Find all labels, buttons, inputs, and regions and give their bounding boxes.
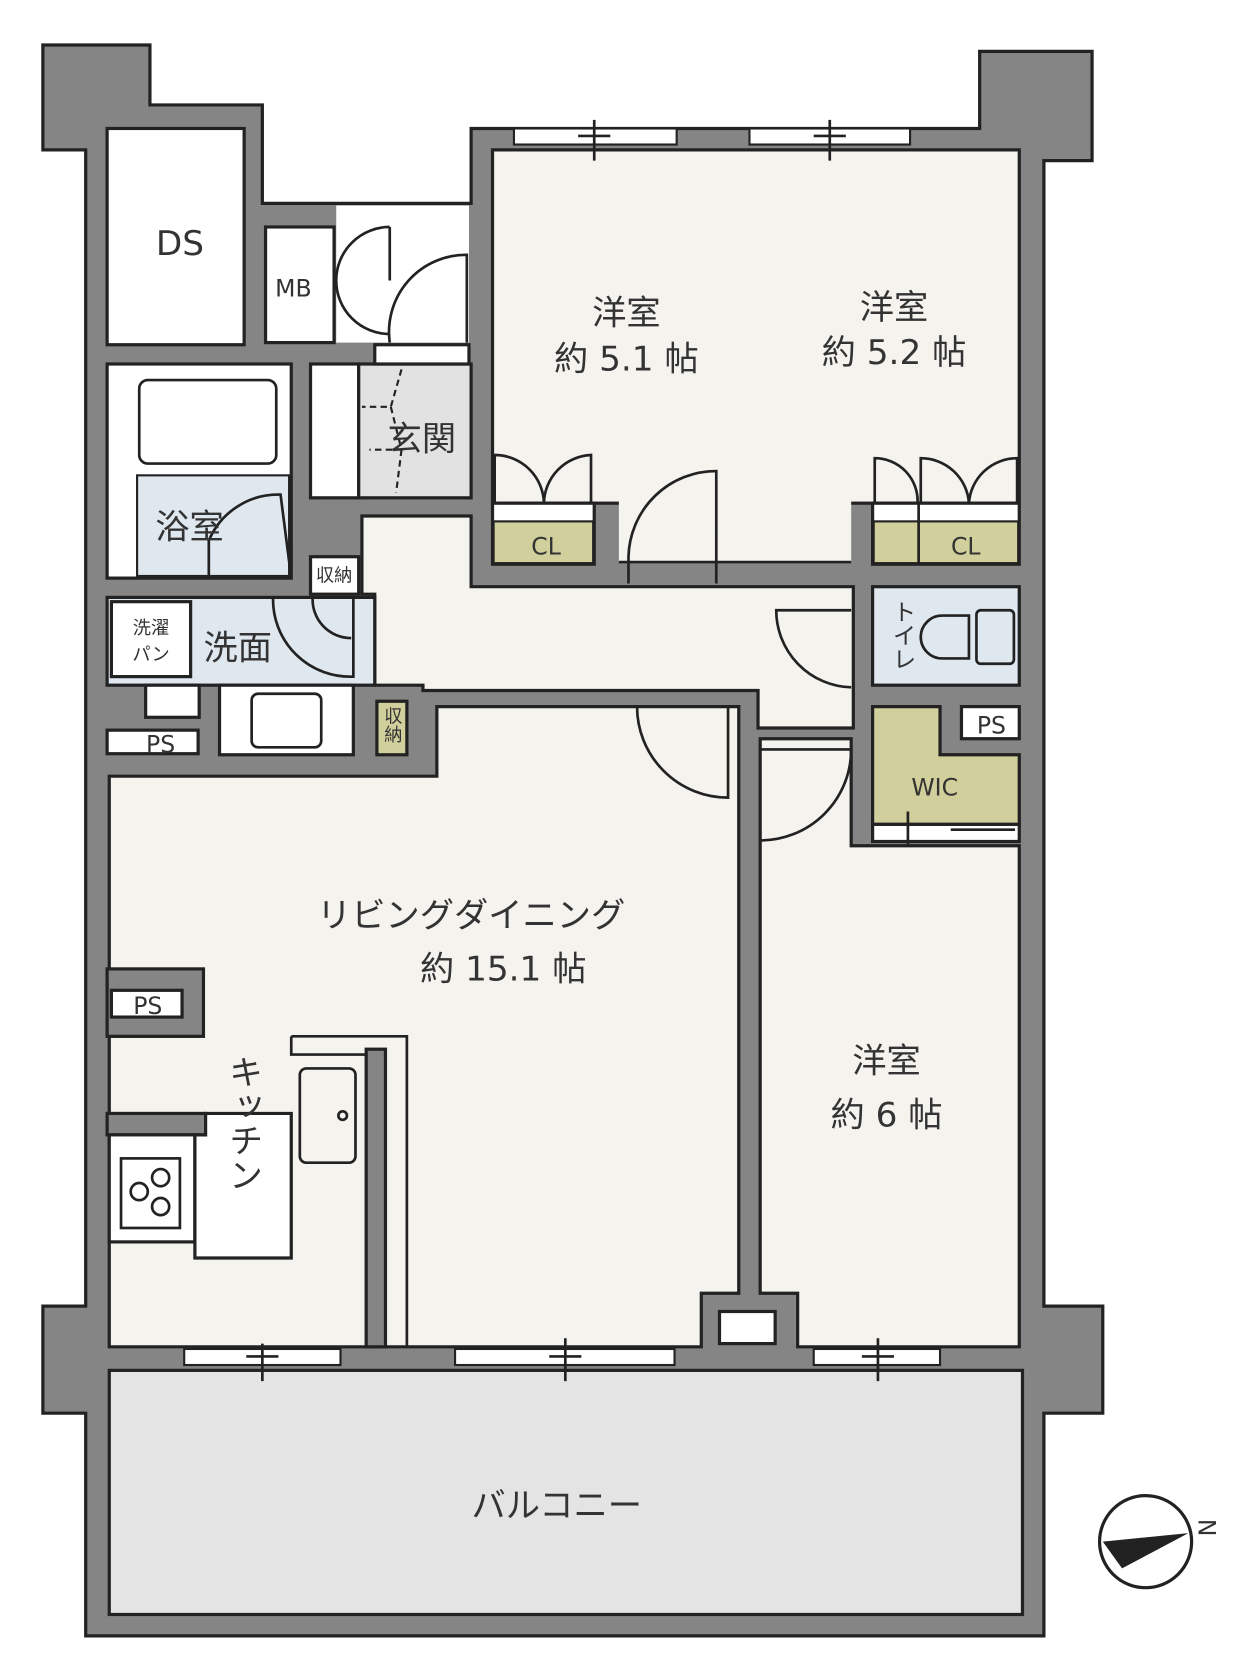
storage-small-label: 収納	[316, 565, 352, 586]
living-size: 約 15.1 帖	[420, 950, 587, 990]
mb-label: MB	[275, 275, 311, 303]
stove	[119, 1157, 182, 1230]
ps-wash-box	[105, 728, 200, 756]
bedroom3-door-swing	[760, 748, 853, 842]
ds-label: DS	[156, 224, 204, 264]
wash-storage-box	[144, 683, 201, 719]
storage-small	[308, 555, 361, 596]
bedroom3-floor	[758, 737, 1021, 1349]
wic-door-strip	[870, 822, 1021, 844]
burner-icon	[150, 1196, 171, 1217]
pillar-box	[717, 1309, 777, 1346]
ds-room	[105, 126, 246, 347]
vanity-area	[217, 683, 355, 757]
closet1-fill	[492, 520, 595, 565]
toilet-room	[870, 585, 1021, 687]
vanity-basin	[250, 692, 323, 749]
bedroom3-name: 洋室	[852, 1042, 921, 1082]
kitchen-wall	[105, 1111, 208, 1137]
toilet-tank-icon	[975, 608, 1016, 666]
toilet-label: トイレ	[889, 600, 917, 671]
entrance-label: 玄関	[388, 420, 457, 460]
hallway	[360, 514, 855, 730]
bedroom1-size: 約 5.1 帖	[554, 339, 699, 379]
closet2-door-swing	[873, 456, 1019, 565]
washroom-label: 洗面	[203, 628, 272, 668]
toilet-door-swing	[774, 608, 852, 689]
balcony	[107, 1368, 1025, 1617]
storage-vertical-label: 収納	[381, 707, 402, 743]
compass-icon: N	[1097, 1494, 1222, 1590]
bath-floor	[136, 474, 291, 578]
bedroom1-door-swing	[627, 469, 718, 584]
ps-wash-label: PS	[146, 731, 175, 759]
ps-kitchen-box	[109, 988, 184, 1019]
bedroom1-lower	[618, 501, 852, 563]
kitchen-partition-wall	[364, 1047, 388, 1349]
closet2-fill	[872, 520, 1020, 565]
mb-room	[263, 225, 336, 345]
living-door-swing	[635, 705, 730, 799]
shoe-storage-door-dashes	[361, 369, 403, 493]
closet1-label: CL	[531, 533, 561, 561]
storage-vertical	[375, 699, 409, 757]
bath-label: 浴室	[155, 508, 224, 548]
compass-label: N	[1194, 1519, 1222, 1537]
compass-needle-icon	[1102, 1533, 1189, 1569]
island-counter	[193, 1111, 293, 1260]
closet1-door-swing	[493, 453, 593, 504]
burner-icon	[129, 1181, 150, 1202]
kitchen-label: キッチン	[222, 1055, 262, 1192]
shoe-storage	[308, 362, 361, 500]
washing-pan-label-2: パン	[132, 645, 169, 666]
washing-pan-label-1: 洗濯	[133, 618, 169, 639]
bedroom2-size: 約 5.2 帖	[822, 333, 967, 373]
kitchen-sink	[298, 1067, 357, 1165]
washing-pan	[109, 600, 193, 679]
burner-icon	[150, 1167, 171, 1188]
entrance-step	[373, 343, 471, 366]
window-sash-marks	[246, 119, 895, 1382]
closet2-label: CL	[951, 533, 981, 561]
ps-toilet-label: PS	[977, 711, 1006, 739]
bedroom-top-floor	[490, 148, 1021, 505]
bedroom2-name: 洋室	[860, 288, 929, 328]
toilet-bowl-icon	[919, 614, 971, 660]
bathtub	[137, 378, 278, 465]
mb-door-swing	[334, 225, 392, 336]
wic-label: WIC	[911, 773, 958, 801]
entrance-floor	[357, 362, 473, 500]
ps-toilet-box	[959, 704, 1021, 741]
faucet-icon	[337, 1109, 349, 1122]
bedroom3-size: 約 6 帖	[830, 1095, 942, 1135]
wash-room-door-swing	[271, 597, 355, 678]
entrance-alcove	[336, 205, 469, 343]
ps-kitchen-label: PS	[133, 992, 162, 1020]
front-door-swing	[387, 253, 469, 343]
living-name: リビングダイニング	[317, 896, 625, 936]
bath-door-swing	[207, 493, 293, 579]
bedroom1-name: 洋室	[592, 293, 661, 333]
balcony-label: バルコニー	[471, 1486, 642, 1526]
